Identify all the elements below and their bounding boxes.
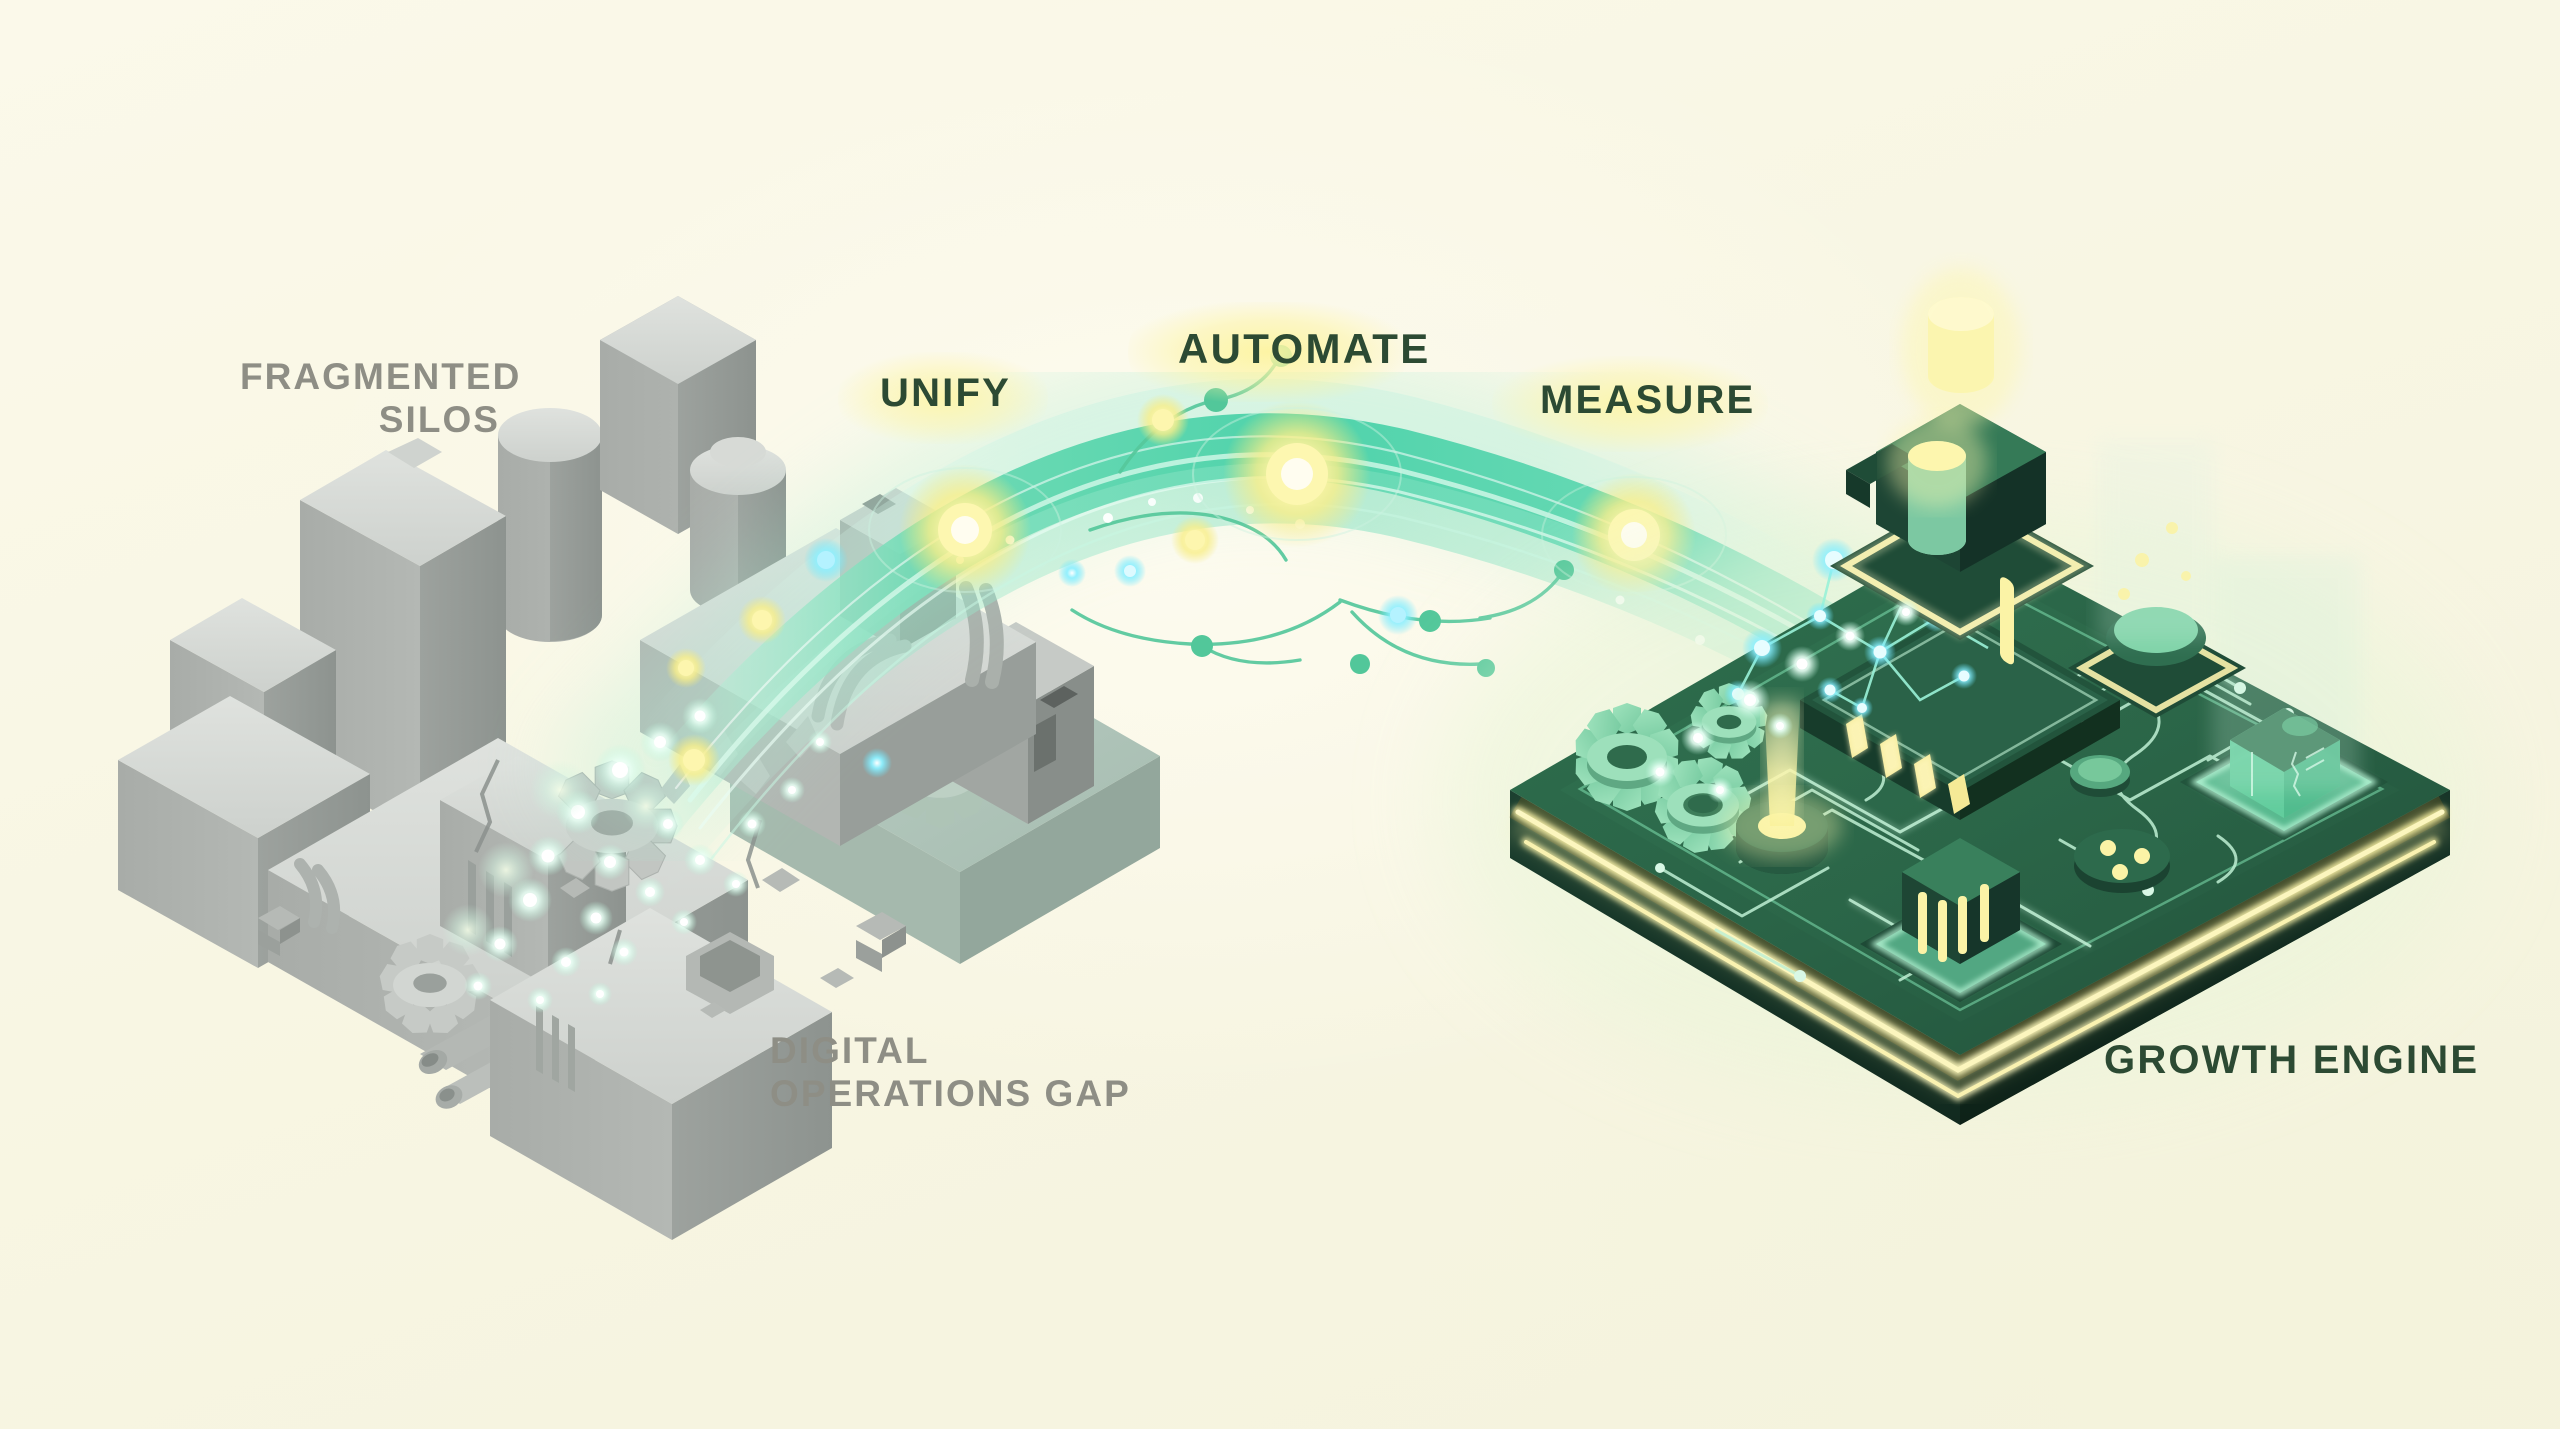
rubble-tube-curve3	[294, 858, 341, 934]
board-tower-main	[1830, 268, 2094, 665]
bridge-particles	[442, 698, 832, 1013]
label-measure: MEASURE	[1540, 378, 1756, 422]
board-tower-lower	[1860, 838, 2062, 1002]
bridge-cyan-dots	[804, 538, 1418, 778]
growth-engine-board	[1440, 268, 2480, 1125]
label-fragmented-silos-line2: SILOS	[378, 398, 500, 440]
label-digital-operations-gap-line2: OPERATIONS GAP	[770, 1072, 1131, 1114]
bridge-yellow-beads	[666, 394, 1219, 786]
board-incoming-sparkles	[1645, 598, 1920, 803]
board-well-cap	[2068, 440, 2246, 718]
bridge-node-unify	[868, 464, 1062, 596]
tower-capacitor-top	[1901, 268, 2021, 428]
tower-lower-bars	[1918, 884, 1989, 962]
rubble-hex-socket	[686, 932, 774, 1014]
label-automate: AUTOMATE	[1178, 325, 1431, 372]
tower-capacitor-mid	[1887, 416, 1987, 555]
label-fragmented-silos: FRAGMENTED SILOS	[240, 356, 522, 442]
rubble-gear-lower	[379, 933, 481, 1033]
label-digital-operations-gap-line1: DIGITAL	[770, 1030, 930, 1071]
label-fragmented-silos-line1: FRAGMENTED	[240, 356, 522, 397]
bridge-node-automate	[1192, 400, 1402, 548]
rubble-cylinder-tall	[498, 408, 602, 643]
board-hologram-block	[2180, 556, 2388, 840]
label-growth-engine: GROWTH ENGINE	[2104, 1038, 2480, 1082]
board-components	[2070, 716, 2318, 893]
rubble-debris	[258, 868, 906, 1018]
label-unify: UNIFY	[880, 371, 1011, 415]
label-digital-operations-gap: DIGITAL OPERATIONS GAP	[770, 1030, 1131, 1116]
